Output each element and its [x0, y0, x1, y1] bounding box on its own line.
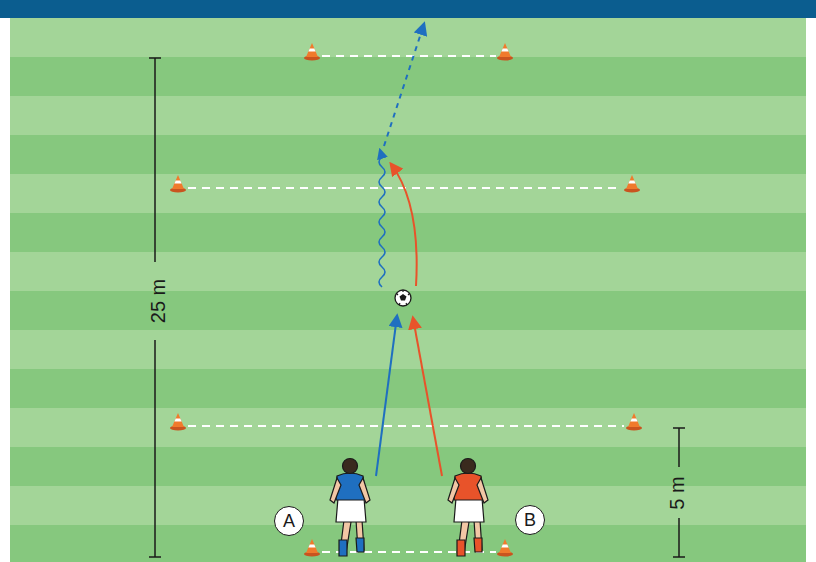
cone-lines: [188, 56, 624, 552]
player-letter: A: [283, 512, 295, 530]
run-arrows: [376, 24, 442, 476]
dimension-label: 25 m: [148, 279, 168, 323]
soccer-ball: [395, 290, 411, 306]
player-marker: A: [274, 506, 304, 536]
player-a-figure: [330, 459, 370, 557]
dimension-lines: [149, 58, 685, 557]
player-letter: B: [524, 511, 536, 529]
cones: [170, 43, 642, 557]
player-b-figure: [448, 459, 488, 557]
header-bar: [0, 0, 816, 18]
player-marker: B: [515, 505, 545, 535]
dimension-label: 5 m: [667, 476, 687, 509]
grass-stripes: [10, 18, 806, 562]
